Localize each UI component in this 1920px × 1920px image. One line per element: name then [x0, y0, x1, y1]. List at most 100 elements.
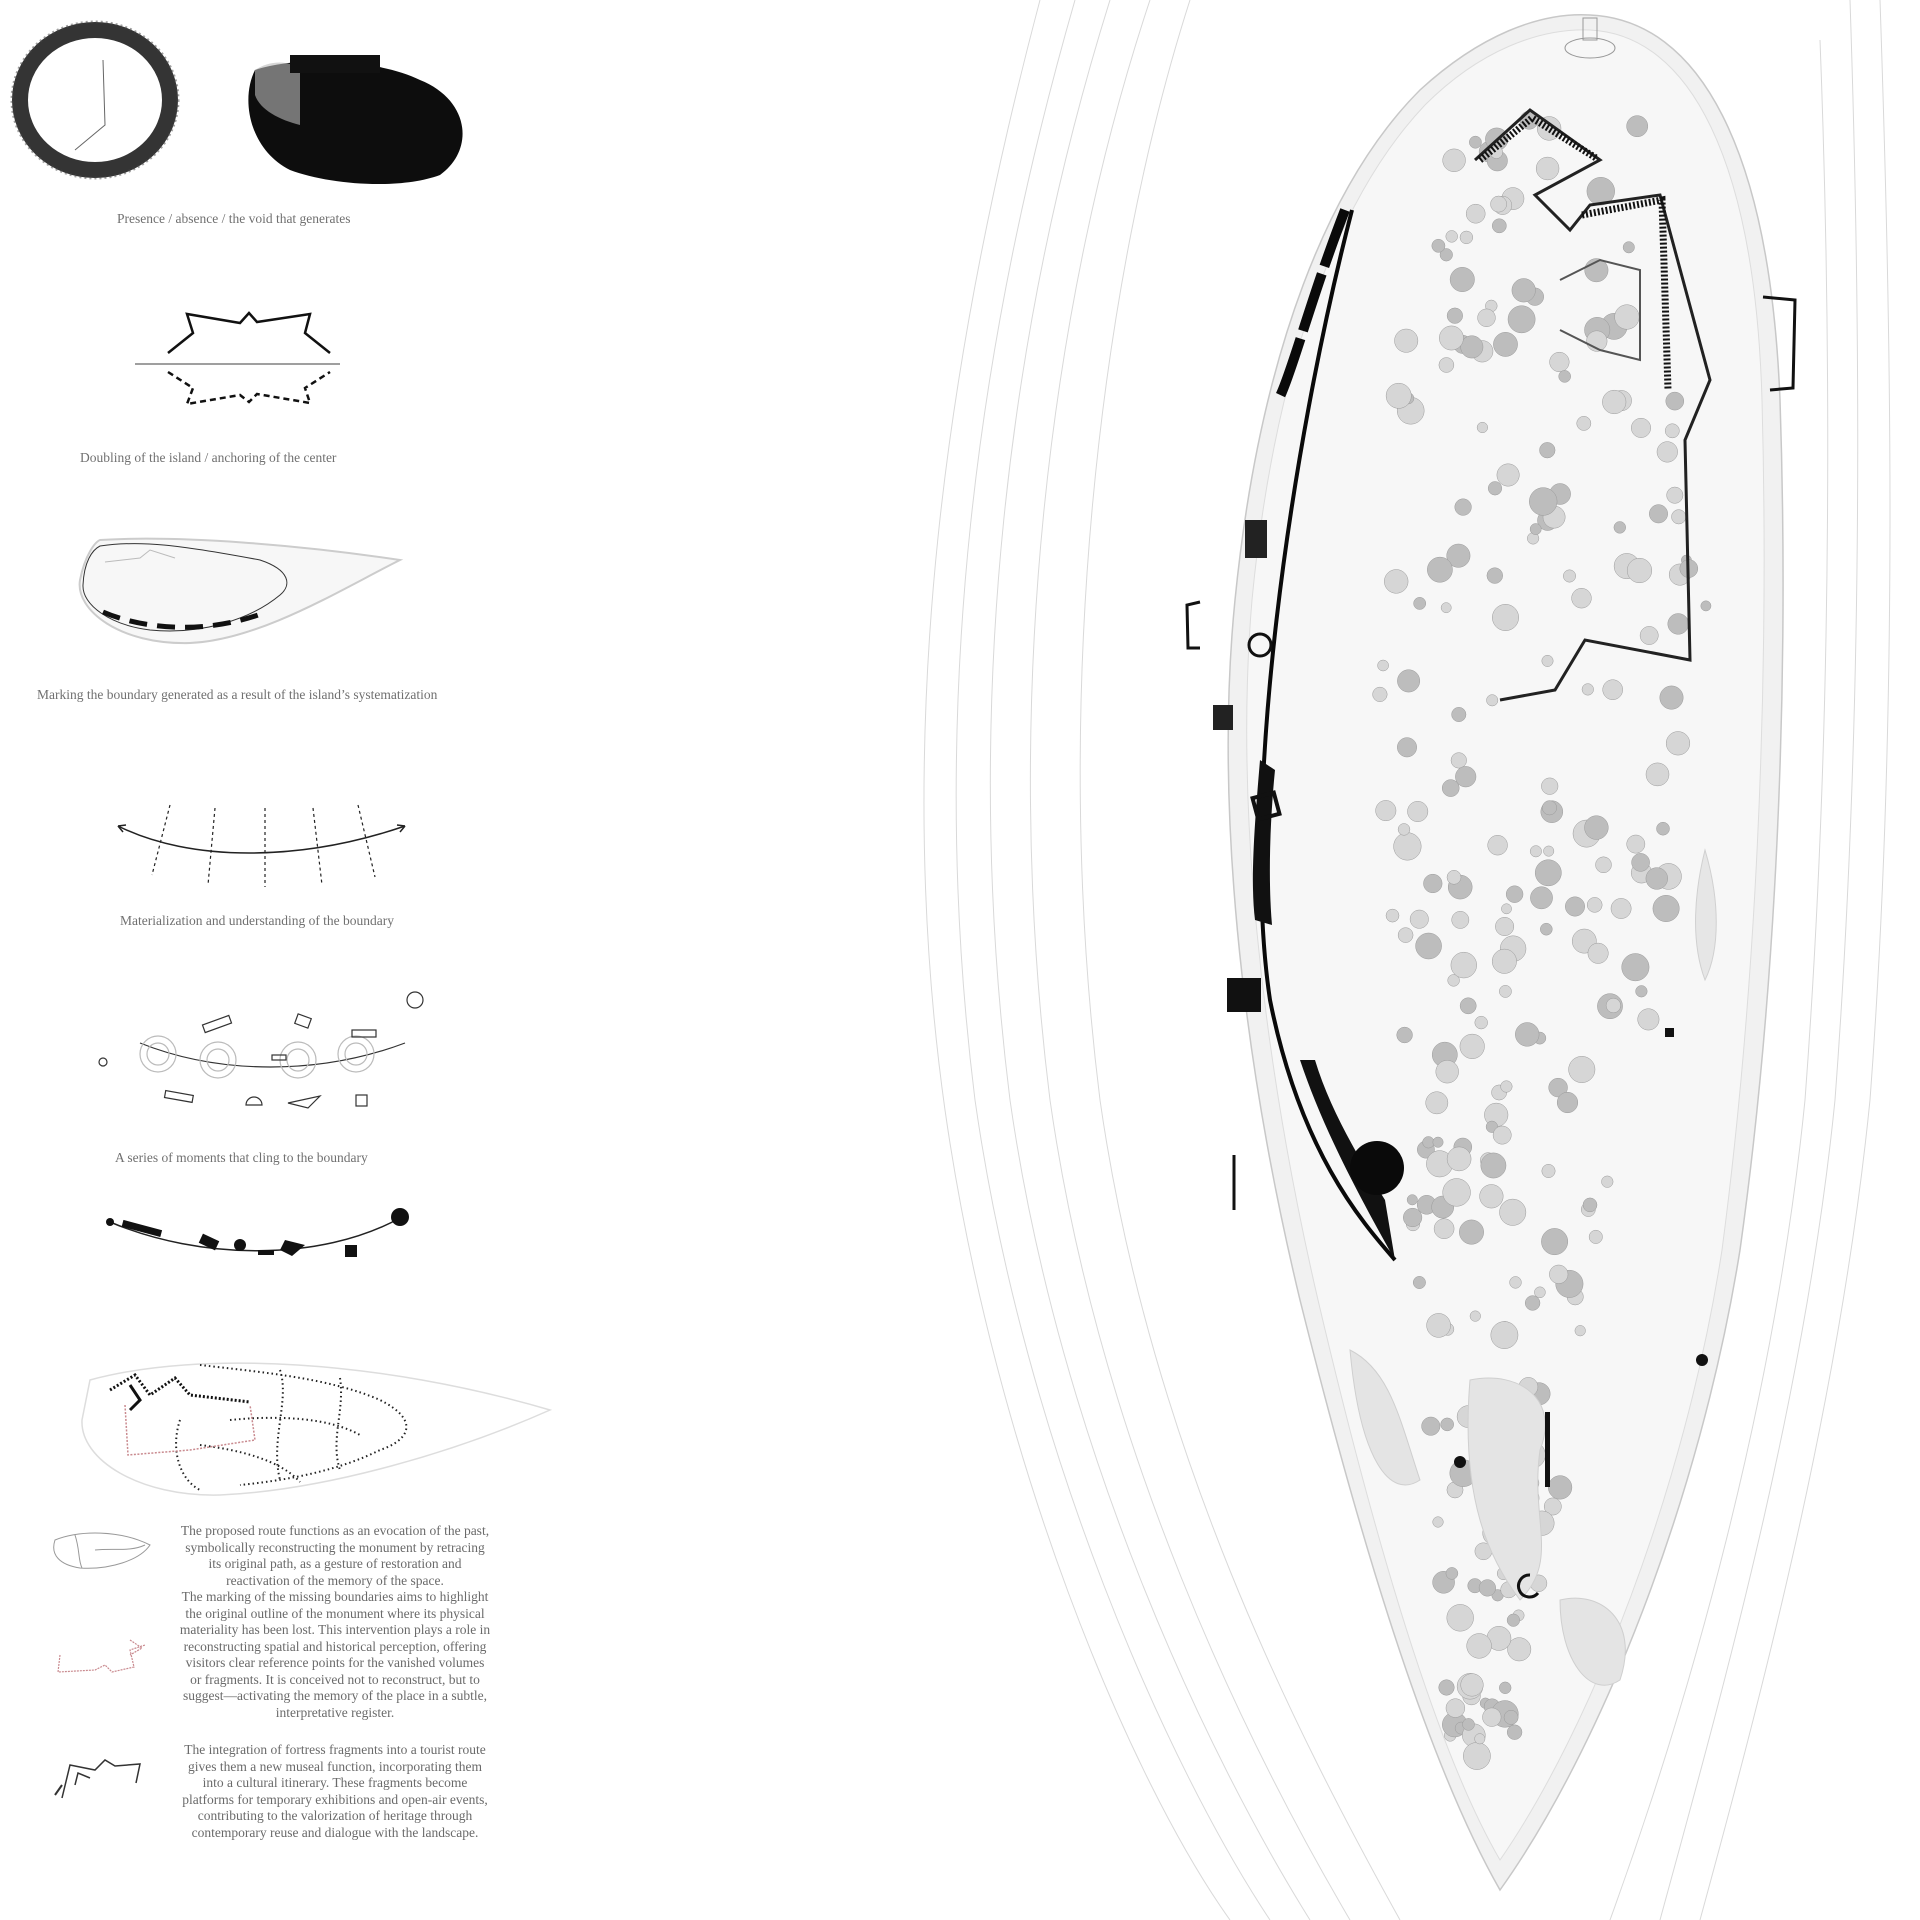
- tree-canopy: [1530, 886, 1553, 910]
- tree-canopy: [1649, 504, 1668, 524]
- fortress-fragment-legend-icon: [54, 1759, 141, 1799]
- legend-paragraph-fragments: The integration of fortress fragments in…: [155, 1742, 515, 1841]
- tree-canopy: [1491, 218, 1507, 234]
- tree-canopy: [1412, 1276, 1426, 1289]
- tree-canopy: [1447, 974, 1460, 987]
- tree-canopy: [1454, 498, 1472, 516]
- tree-canopy: [1397, 669, 1421, 693]
- tree-canopy: [1478, 1579, 1496, 1597]
- tree-canopy: [1465, 203, 1486, 224]
- caption-moments: A series of moments that cling to the bo…: [115, 1150, 368, 1165]
- tree-canopy: [1542, 800, 1557, 816]
- tree-canopy: [1635, 985, 1648, 998]
- tree-canopy: [1445, 1698, 1466, 1718]
- tree-canopy: [1541, 777, 1559, 795]
- island-boundary-diagram: [78, 537, 404, 645]
- text-line: contributing to the valorization of heri…: [197, 1808, 473, 1823]
- tree-canopy: [1548, 1077, 1568, 1098]
- island-site-plan: [1185, 14, 1797, 1892]
- tree-canopy: [1541, 654, 1554, 667]
- tree-canopy: [1372, 686, 1388, 702]
- tree-canopy: [1626, 834, 1646, 854]
- tree-canopy: [1426, 1313, 1451, 1338]
- tree-canopy: [1451, 707, 1467, 722]
- tree-canopy: [1506, 1724, 1523, 1740]
- tree-canopy: [1438, 1679, 1455, 1696]
- tree-canopy: [1446, 543, 1471, 568]
- tree-canopy: [1549, 1264, 1569, 1284]
- text-line: visitors clear reference points for the …: [185, 1655, 485, 1670]
- text-line: suggest—activating the memory of the pla…: [182, 1688, 488, 1703]
- tree-canopy: [1432, 1136, 1444, 1148]
- route-map-diagram: [81, 1362, 553, 1496]
- tree-canopy: [1460, 1673, 1484, 1697]
- tree-canopy: [1435, 1060, 1459, 1084]
- tree-canopy: [1602, 679, 1623, 700]
- water-contour-lines: [923, 0, 1891, 1920]
- tree-canopy: [1631, 417, 1651, 438]
- text-line: or fragments. It is conceived not to rec…: [190, 1671, 480, 1687]
- tree-canopy: [1375, 800, 1397, 822]
- tree-canopy: [1667, 613, 1689, 635]
- text-line: The marking of the missing boundaries ai…: [181, 1589, 489, 1604]
- tree-canopy: [1499, 1681, 1512, 1694]
- tree-canopy: [1474, 1733, 1486, 1745]
- tree-canopy: [1495, 917, 1515, 936]
- text-line: materiality has been lost. This interven…: [179, 1622, 491, 1637]
- tree-canopy: [1507, 305, 1536, 334]
- fortress-outline: [1473, 108, 1712, 702]
- tree-canopy: [1491, 948, 1517, 974]
- tree-canopy: [1576, 416, 1592, 431]
- tree-canopy: [1469, 1310, 1481, 1322]
- tree-canopy: [1610, 898, 1632, 919]
- tree-canopy: [1486, 567, 1503, 584]
- tree-canopy: [1427, 556, 1453, 583]
- text-line: its original path, as a gesture of resto…: [208, 1556, 462, 1571]
- tree-canopy: [1499, 985, 1512, 998]
- tree-canopy: [1476, 421, 1488, 434]
- tree-canopy: [1586, 897, 1603, 913]
- tree-canopy: [1490, 1321, 1519, 1349]
- tree-canopy: [1536, 116, 1562, 141]
- tree-canopy: [1529, 523, 1542, 535]
- tree-canopy: [1409, 909, 1429, 929]
- ink-blob-drawing: [248, 55, 463, 185]
- tree-canopy: [1480, 1152, 1507, 1179]
- tree-canopy: [1581, 683, 1594, 696]
- tree-canopy: [1445, 1567, 1459, 1580]
- tree-canopy: [1645, 867, 1668, 890]
- text-line: the original outline of the monument whe…: [185, 1605, 485, 1621]
- tree-canopy: [1571, 588, 1592, 609]
- tree-canopy: [1665, 391, 1685, 411]
- tree-canopy: [1455, 766, 1477, 788]
- tree-canopy: [1442, 148, 1466, 172]
- boundary-arrows-diagram: [117, 804, 406, 887]
- caption-doubling: Doubling of the island / anchoring of th…: [80, 450, 337, 465]
- text-line: The proposed route functions as an evoca…: [180, 1523, 490, 1538]
- tree-canopy: [1587, 942, 1609, 964]
- tree-canopy: [1431, 238, 1446, 253]
- text-line: contemporary reuse and dialogue with the…: [191, 1824, 479, 1840]
- tree-canopy: [1586, 177, 1615, 206]
- tree-canopy: [1397, 737, 1417, 758]
- tree-canopy: [1421, 1416, 1441, 1436]
- text-line: reactivation of the memory of the space.: [226, 1572, 444, 1588]
- text-line: into a cultural itinerary. These fragmen…: [202, 1775, 468, 1790]
- tree-canopy: [1445, 230, 1458, 243]
- tree-canopy: [1438, 357, 1455, 373]
- caption-presence-absence: Presence / absence / the void that gener…: [117, 211, 351, 226]
- round-pavilion: [1350, 1141, 1404, 1195]
- text-line: reconstructing spatial and historical pe…: [183, 1638, 487, 1654]
- tree-canopy: [1407, 801, 1429, 822]
- trees: [1372, 110, 1712, 1770]
- tree-canopy: [1492, 1125, 1512, 1145]
- tree-canopy: [1396, 1026, 1413, 1044]
- tree-canopy: [1626, 115, 1649, 138]
- tree-canopy: [1568, 1056, 1596, 1083]
- tree-canopy: [1535, 156, 1560, 181]
- tree-canopy: [1621, 953, 1650, 982]
- tree-canopy: [1534, 1286, 1546, 1299]
- tree-canopy: [1450, 752, 1467, 769]
- caption-materialization: Materialization and understanding of the…: [120, 913, 395, 928]
- tree-canopy: [1482, 1707, 1502, 1727]
